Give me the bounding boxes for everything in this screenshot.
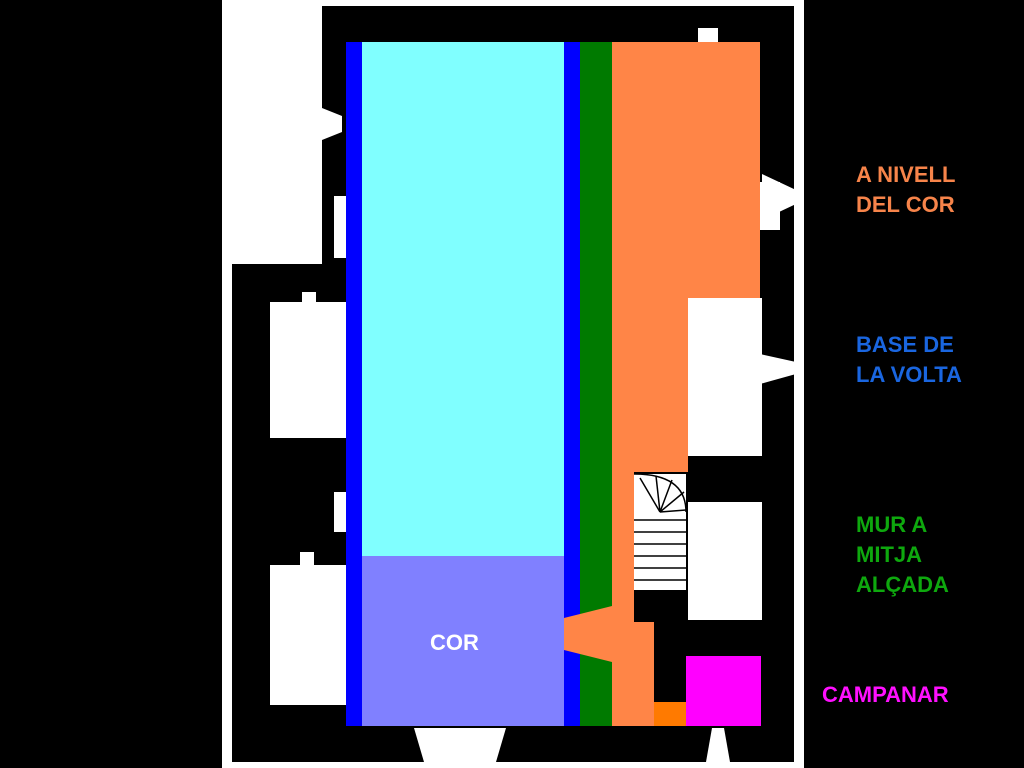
window-splay-left <box>322 108 342 140</box>
legend-mur-mitja-line-1: MUR A <box>856 512 928 537</box>
small-orange-block <box>654 702 686 726</box>
wall-niche-left-b <box>334 492 348 532</box>
choir-level-area <box>564 42 760 726</box>
door-right <box>706 728 730 762</box>
legend-campanar: CAMPANAR <box>822 682 949 707</box>
legend-nivell-cor-line-2: DEL COR <box>856 192 955 217</box>
chapel-left-2 <box>270 565 348 705</box>
chapel-left-2-notch <box>300 552 314 567</box>
legend-nivell-cor-line-1: A NIVELL <box>856 162 956 187</box>
bell-tower <box>686 656 761 726</box>
legend-mur-mitja-line-3: ALÇADA <box>856 572 949 597</box>
right-chapel-upper <box>688 298 762 456</box>
vault-base-left <box>346 42 362 726</box>
right-chapel-lower <box>688 502 762 620</box>
nave-area <box>362 42 566 556</box>
chapel-left-1 <box>270 302 348 438</box>
cor-area <box>362 556 566 726</box>
right-top-niche <box>698 28 718 44</box>
chapel-left-1-notch <box>302 292 316 304</box>
legend-mur-mitja-line-2: MITJA <box>856 542 922 567</box>
vault-base-right <box>564 42 580 726</box>
legend-base-volta-line-1: BASE DE <box>856 332 954 357</box>
right-chapel-splay <box>760 354 796 384</box>
cor-label: COR <box>430 630 479 655</box>
door-left <box>414 728 506 762</box>
right-window-splay <box>762 174 796 220</box>
wall-niche-left-a <box>334 196 348 258</box>
spiral-staircase <box>633 473 687 590</box>
legend-base-volta-line-2: LA VOLTA <box>856 362 962 387</box>
